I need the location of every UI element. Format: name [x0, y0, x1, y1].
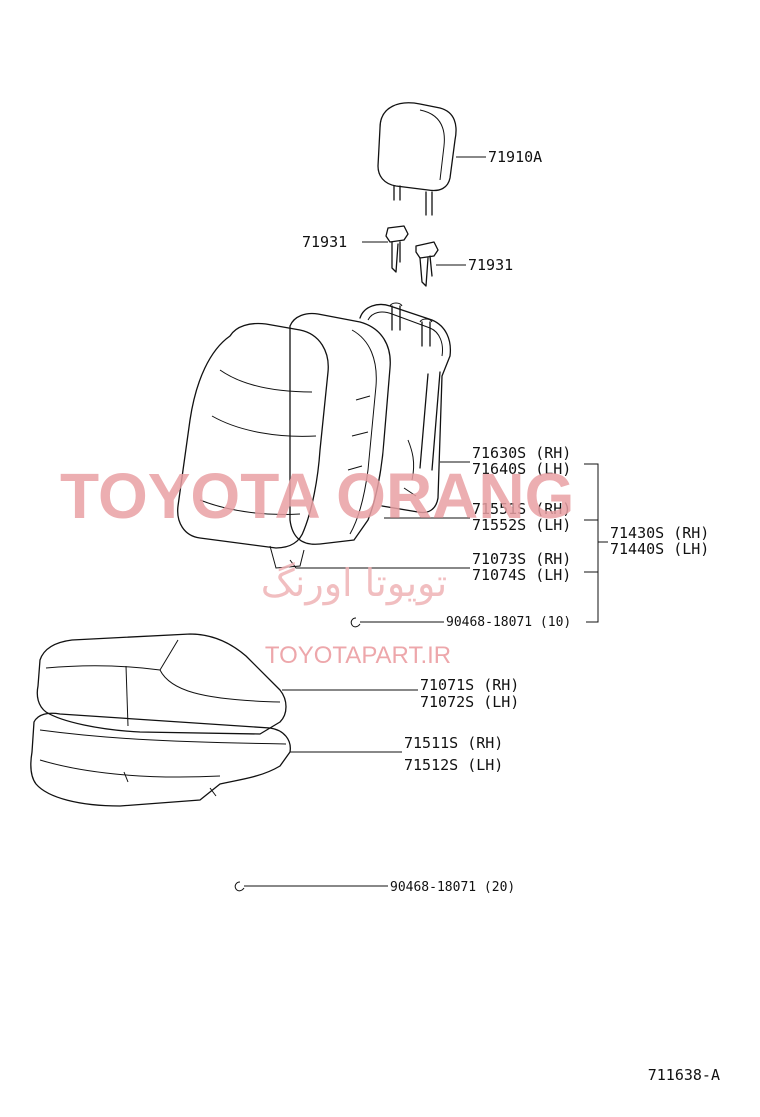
figure-id: 711638-A: [648, 1066, 720, 1084]
label-cushion-pad-rh: 71511S (RH): [404, 734, 503, 752]
label-hog-ring-cushion: 90468-18071 (20): [390, 880, 515, 895]
label-back-pad-cover-rh: 71630S (RH): [472, 444, 571, 462]
headrest-support-right-drawing: [415, 241, 439, 287]
watermark-persian: تویوتا اورنگ: [261, 561, 448, 606]
seatback-pad-drawing: [289, 312, 391, 545]
seat-cushion-cover-drawing: [36, 633, 287, 735]
label-cushion-pad-lh: 71512S (LH): [404, 756, 503, 774]
headrest-drawing: [377, 102, 457, 216]
seatback-cover-drawing: [177, 322, 329, 569]
label-support-left: 71931: [302, 233, 347, 251]
label-back-cover-rh: 71073S (RH): [472, 550, 571, 568]
label-back-assy-rh: 71430S (RH): [610, 524, 709, 542]
hog-ring-cushion-icon: [234, 881, 245, 892]
label-back-pad-rh: 71551S (RH): [472, 500, 571, 518]
hog-ring-back-icon: [350, 617, 361, 628]
label-hog-ring-back: 90468-18071 (10): [446, 615, 571, 630]
label-headrest: 71910A: [488, 148, 542, 166]
label-support-right: 71931: [468, 256, 513, 274]
label-cushion-cover-lh: 71072S (LH): [420, 693, 519, 711]
watermark-url: TOYOTAPART.IR: [265, 642, 451, 669]
headrest-support-left-drawing: [385, 225, 409, 273]
seat-cushion-pad-drawing: [30, 712, 291, 807]
label-cushion-cover-rh: 71071S (RH): [420, 676, 519, 694]
label-back-pad-cover-lh: 71640S (LH): [472, 460, 571, 478]
label-back-pad-lh: 71552S (LH): [472, 516, 571, 534]
watermark-brand: TOYOTA ORANG: [60, 460, 574, 532]
label-back-assy-lh: 71440S (LH): [610, 540, 709, 558]
label-back-cover-lh: 71074S (LH): [472, 566, 571, 584]
seatback-frame-drawing: [359, 302, 452, 514]
